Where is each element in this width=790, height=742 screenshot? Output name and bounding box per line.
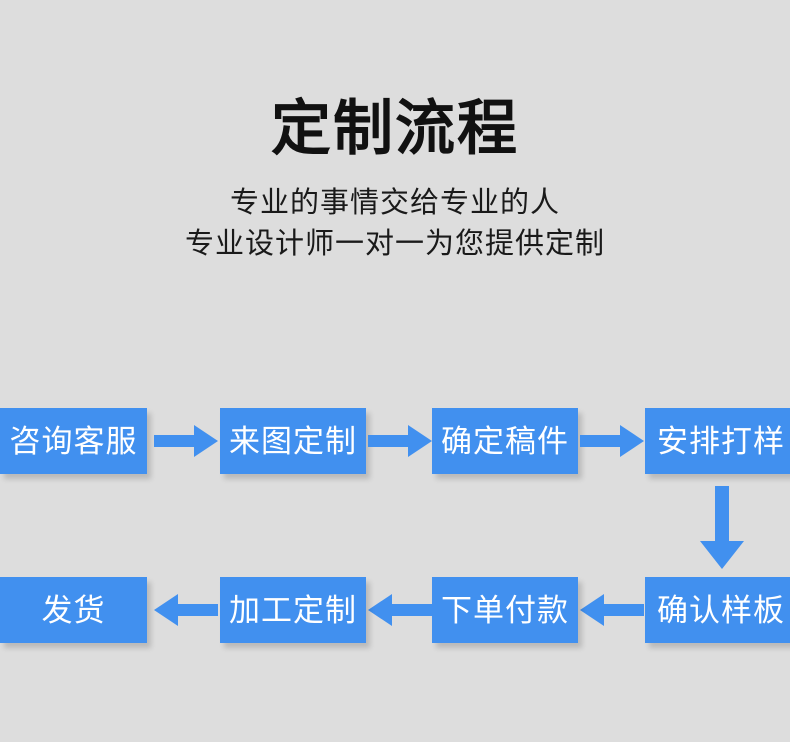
flow-node-step-6[interactable]: 下单付款 [432,577,578,643]
flow-node-label: 咨询客服 [9,423,138,459]
flow-arrow-down-1 [700,486,744,569]
flow-node-label: 确定稿件 [441,423,569,459]
flow-node-step-8[interactable]: 发货 [0,577,147,643]
flow-node-label: 安排打样 [657,423,785,459]
flow-node-step-2[interactable]: 来图定制 [220,408,366,474]
flow-node-label: 发货 [41,592,106,628]
flow-node-label: 来图定制 [229,423,357,459]
subtitle-line-1: 专业的事情交给专业的人 [229,187,560,219]
subtitle-line-2: 专业设计师一对一为您提供定制 [184,228,605,260]
flow-node-step-7[interactable]: 加工定制 [220,577,366,643]
flow-node-step-3[interactable]: 确定稿件 [432,408,578,474]
flow-node-label: 加工定制 [229,592,357,628]
flow-node-step-1[interactable]: 咨询客服 [0,408,147,474]
flow-arrow-right-3 [580,425,644,457]
flow-arrow-left-2 [368,594,432,626]
header: 定制流程 专业的事情交给专业的人 专业设计师一对一为您提供定制 [0,0,790,265]
flow-arrow-right-2 [368,425,432,457]
flow-node-label: 确认样板 [657,592,785,628]
flow-arrow-left-3 [154,594,218,626]
flow-arrow-left-1 [580,594,644,626]
page-title: 定制流程 [271,95,519,162]
flow-node-step-5[interactable]: 确认样板 [645,577,790,643]
subtitle-block: 专业的事情交给专业的人 专业设计师一对一为您提供定制 [0,183,790,265]
flow-node-step-4[interactable]: 安排打样 [645,408,790,474]
flow-arrow-right-1 [154,425,218,457]
flow-node-label: 下单付款 [441,592,569,628]
